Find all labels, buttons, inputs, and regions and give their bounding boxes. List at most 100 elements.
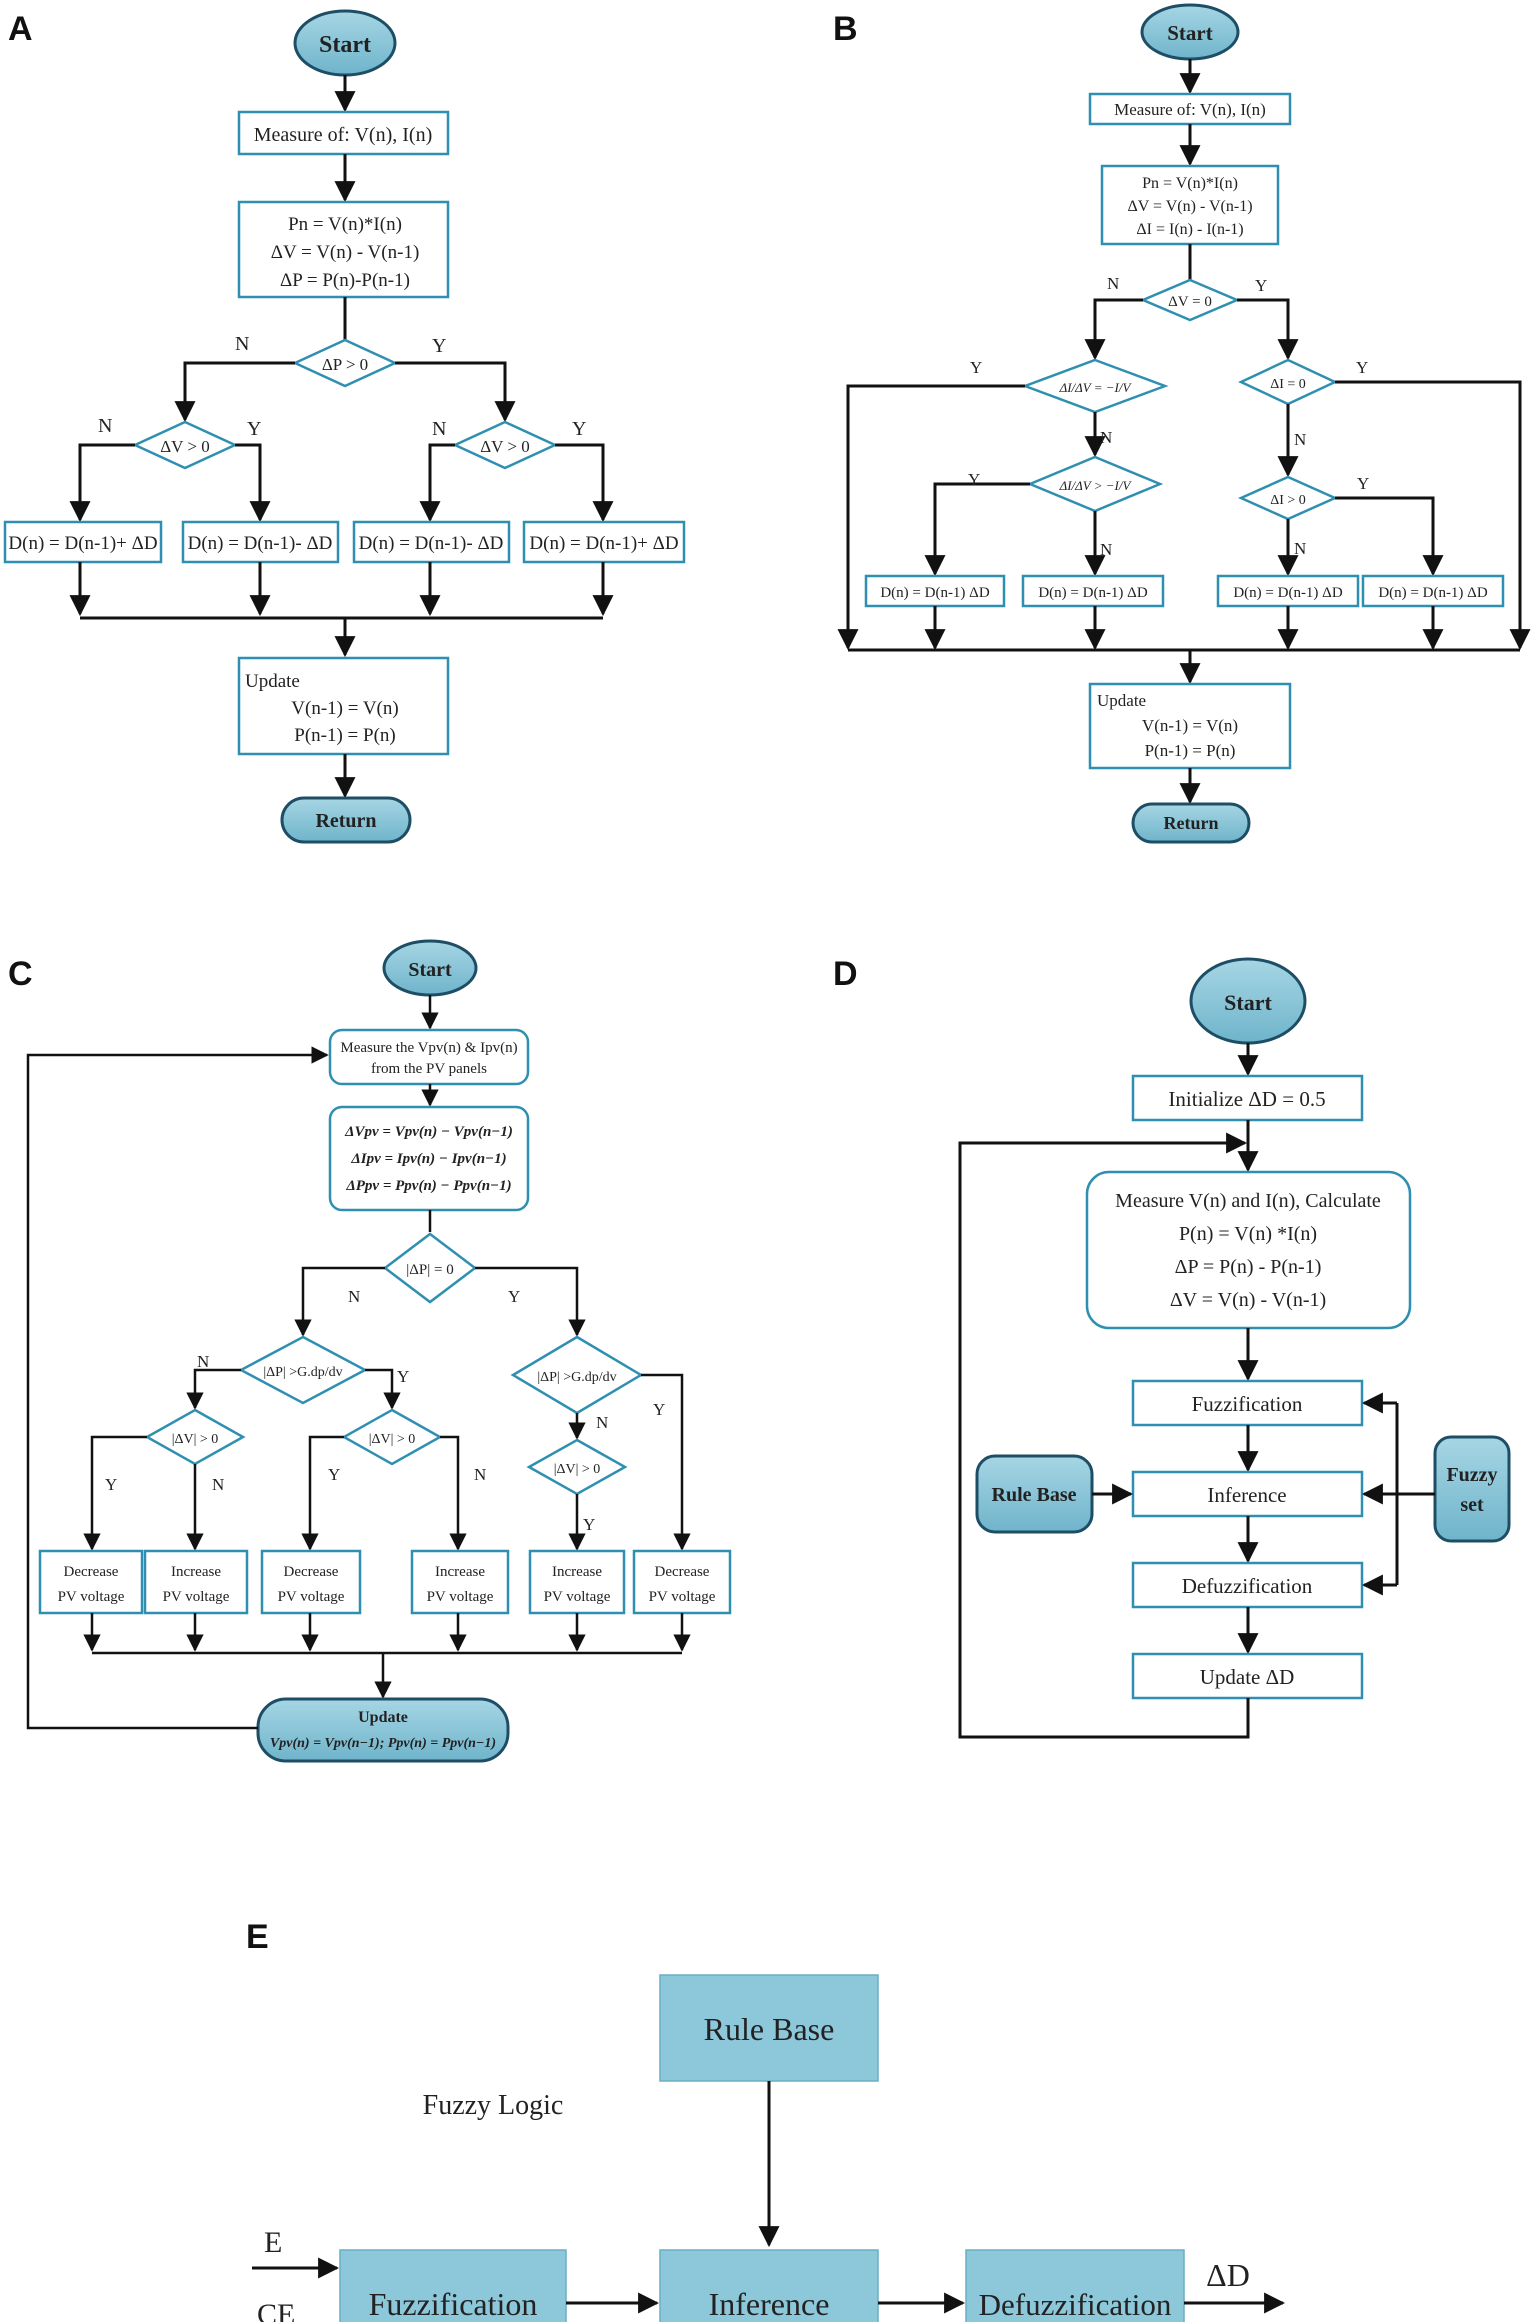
c-action-3-line-2: PV voltage	[278, 1589, 345, 1605]
panel-label-d: D	[833, 955, 858, 993]
c-decision-rr-label: |ΔV| > 0	[554, 1462, 601, 1477]
c-action-6-line-1: Decrease	[655, 1564, 710, 1580]
d-update-box	[1131, 1652, 1364, 1700]
b-update-box	[1088, 682, 1292, 770]
c-label-y-right: Y	[653, 1400, 665, 1419]
e-input-e-label: E	[264, 2226, 282, 2259]
b-edge-main-n	[1084, 298, 1143, 361]
c-edge-main-y	[475, 1266, 586, 1337]
b-decision-right1-label: ΔI = 0	[1270, 377, 1306, 392]
d-inference-box	[1131, 1470, 1364, 1518]
a-label-n-right: N	[432, 418, 446, 440]
b-edge-right2-y	[1335, 496, 1444, 577]
d-measure-line-1: Measure V(n) and I(n), Calculate	[1115, 1190, 1381, 1212]
e-rule-base-block	[659, 1974, 879, 2082]
d-defuzz-box	[1131, 1561, 1364, 1609]
a-calc-line-3: ΔP = P(n)-P(n-1)	[280, 270, 410, 291]
c-decision-right-label: |ΔP| >G.dp/dv	[537, 1370, 616, 1385]
b-start-label: Start	[1167, 21, 1213, 45]
b-label-n-right1: N	[1294, 430, 1306, 449]
c-label-n-main: N	[348, 1287, 360, 1306]
c-label-y-ll: Y	[105, 1475, 117, 1494]
a-label-y-right: Y	[572, 418, 586, 440]
d-measure-line-4: ΔV = V(n) - V(n-1)	[1170, 1289, 1326, 1311]
d-fuzzy-set-line-1: Fuzzy	[1446, 1464, 1497, 1486]
c-calc-line-1: ΔVpv = Vpv(n) − Vpv(n−1)	[344, 1124, 513, 1140]
c-action-1	[38, 1549, 144, 1615]
c-start-label: Start	[408, 959, 452, 981]
c-decision-main-label: |ΔP| = 0	[406, 1262, 453, 1278]
e-defuzz-block	[965, 2249, 1185, 2322]
d-fuzz-label: Fuzzification	[1192, 1392, 1303, 1416]
c-edge-lr-n	[440, 1435, 467, 1551]
c-label-n-left: N	[197, 1352, 209, 1371]
c-label-y-rr: Y	[583, 1515, 595, 1534]
a-decision-right	[452, 420, 558, 470]
b-update-line-2: P(n-1) = P(n)	[1145, 741, 1236, 760]
c-action-3-line-1: Decrease	[284, 1564, 339, 1580]
b-decision-main	[1139, 278, 1241, 322]
c-action-4-line-1: Increase	[435, 1564, 485, 1580]
c-calc-line-2: ΔIpv = Ipv(n) − Ipv(n−1)	[350, 1151, 506, 1167]
e-inference-block	[659, 2249, 879, 2322]
c-action-6-line-2: PV voltage	[649, 1589, 716, 1605]
c-edge-lr-y	[301, 1435, 344, 1551]
a-update-title: Update	[245, 671, 300, 692]
panel-e: Rule Base Fuzzy Logic Fuzzification Infe…	[252, 1974, 1286, 2322]
c-action-4	[410, 1549, 510, 1615]
c-action-5	[528, 1549, 626, 1615]
c-label-y-lr: Y	[328, 1465, 340, 1484]
d-edge-loop	[958, 1132, 1250, 1739]
c-calc-line-3: ΔPpv = Ppv(n) − Ppv(n−1)	[345, 1178, 511, 1194]
b-calc-line-3: ΔI = I(n) - I(n-1)	[1136, 221, 1243, 238]
b-label-n-left1: N	[1100, 428, 1112, 447]
c-decision-ll-label: |ΔV| > 0	[172, 1432, 219, 1447]
panel-c: Start Measure the Vpv(n) & Ipv(n) from t…	[26, 939, 732, 1763]
a-edge-right-n	[419, 443, 455, 523]
panel-a: Start Measure of: V(n), I(n) Pn = V(n)*I…	[3, 9, 686, 844]
a-update-line-2: P(n-1) = P(n)	[294, 725, 396, 746]
a-action-2	[181, 520, 340, 564]
b-label-y-right2: Y	[1357, 474, 1369, 493]
a-update-line-1: V(n-1) = V(n)	[291, 698, 398, 719]
d-fuzzy-set-node	[1433, 1435, 1511, 1543]
a-decision-left-label: ΔV > 0	[160, 437, 210, 456]
a-label-n-left: N	[98, 415, 112, 437]
b-action-4-label: D(n) = D(n-1) ΔD	[1378, 585, 1487, 601]
panel-b: Start Measure of: V(n), I(n) Pn = V(n)*I…	[837, 3, 1531, 844]
e-fuzz-block	[339, 2249, 567, 2322]
a-action-4	[522, 520, 686, 564]
c-action-1-line-1: Decrease	[64, 1564, 119, 1580]
c-label-y-main: Y	[508, 1287, 520, 1306]
b-label-n-right2: N	[1294, 539, 1306, 558]
c-label-y-left: Y	[397, 1367, 409, 1386]
e-inference-label: Inference	[709, 2286, 830, 2322]
c-decision-left	[238, 1335, 368, 1405]
a-return-node	[280, 796, 412, 844]
panel-label-e: E	[246, 1918, 269, 1956]
a-return-label: Return	[315, 810, 376, 832]
a-decision-main	[292, 338, 398, 388]
c-edge-loop	[26, 1046, 329, 1730]
c-action-2-line-1: Increase	[171, 1564, 221, 1580]
b-return-label: Return	[1164, 813, 1219, 833]
b-action-1-label: D(n) = D(n-1) ΔD	[880, 585, 989, 601]
a-action-1	[3, 520, 163, 564]
a-label-n-main: N	[235, 333, 249, 355]
d-rule-base-label: Rule Base	[992, 1484, 1077, 1506]
b-label-n-main: N	[1107, 274, 1119, 293]
b-action-3	[1216, 574, 1360, 608]
a-label-y-main: Y	[432, 335, 446, 357]
a-decision-main-label: ΔP > 0	[322, 355, 368, 374]
b-edge-right1-y	[1335, 380, 1531, 651]
c-decision-lr-label: |ΔV| > 0	[369, 1432, 416, 1447]
e-defuzz-label: Defuzzification	[979, 2287, 1172, 2322]
a-measure-label: Measure of: V(n), I(n)	[254, 124, 432, 146]
b-edge-left1-y	[837, 384, 1025, 651]
c-action-1-line-2: PV voltage	[58, 1589, 125, 1605]
b-label-y-right1: Y	[1356, 358, 1368, 377]
d-defuzz-label: Defuzzification	[1182, 1574, 1313, 1598]
b-label-y-main: Y	[1255, 276, 1267, 295]
c-decision-lr	[341, 1408, 443, 1466]
